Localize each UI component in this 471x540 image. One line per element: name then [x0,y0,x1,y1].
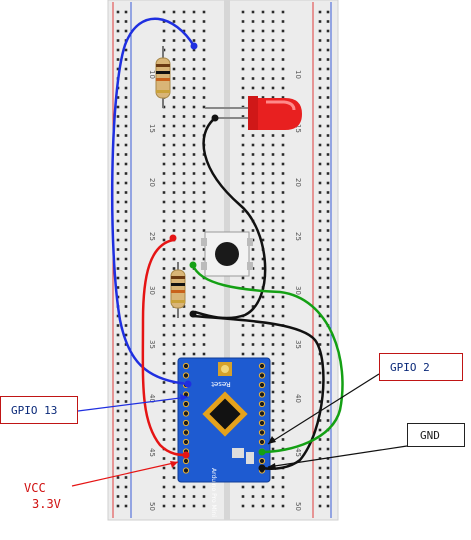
row-number: 40 [148,394,156,403]
green-wire [191,263,344,454]
arduino-board-text: Arduino Pro Mini [210,468,217,517]
row-number: 10 [294,70,302,79]
row-number: 20 [294,178,302,187]
red-wire [141,238,188,457]
wire-endpoints [169,42,266,472]
row-number: 35 [148,340,156,349]
gpio2-callout: GPIO 2 [379,353,463,381]
row-number: 30 [148,286,156,295]
vcc-line2: 3.3V [32,497,61,511]
push-button [201,231,253,277]
row-number-labels: 10 10 15 15 20 20 25 25 30 30 35 35 40 40 45 45 50 50 [148,70,302,511]
gnd-callout: GND [407,423,465,447]
row-number: 45 [148,448,156,457]
row-number: 50 [148,502,156,511]
row-number: 20 [148,178,156,187]
blue-wire [110,17,196,386]
gpio2-label: GPIO 2 [390,360,430,374]
wires [110,17,344,470]
resistor-bottom [170,262,186,318]
callout-leaders [71,373,408,487]
vcc-label: VCC 3.3V [24,480,61,512]
black-wire-gnd [191,314,325,470]
row-number: 10 [148,70,156,79]
row-number: 15 [148,124,156,133]
gpio13-label: GPIO 13 [11,403,58,417]
red-led [205,96,302,130]
row-number: 45 [294,448,302,457]
arduino-pro-mini: Reset Arduino Pro Mini [177,357,271,517]
row-number: 50 [294,502,302,511]
gnd-label: GND [420,428,440,442]
row-number: 25 [294,232,302,241]
resistor-top [155,46,171,108]
row-number: 40 [294,394,302,403]
row-number: 15 [294,124,302,133]
gpio13-callout: GPIO 13 [0,396,78,424]
reset-label: Reset [211,380,231,388]
row-number: 25 [148,232,156,241]
vcc-line1: VCC [24,481,46,495]
row-number: 35 [294,340,302,349]
row-number: 30 [294,286,302,295]
